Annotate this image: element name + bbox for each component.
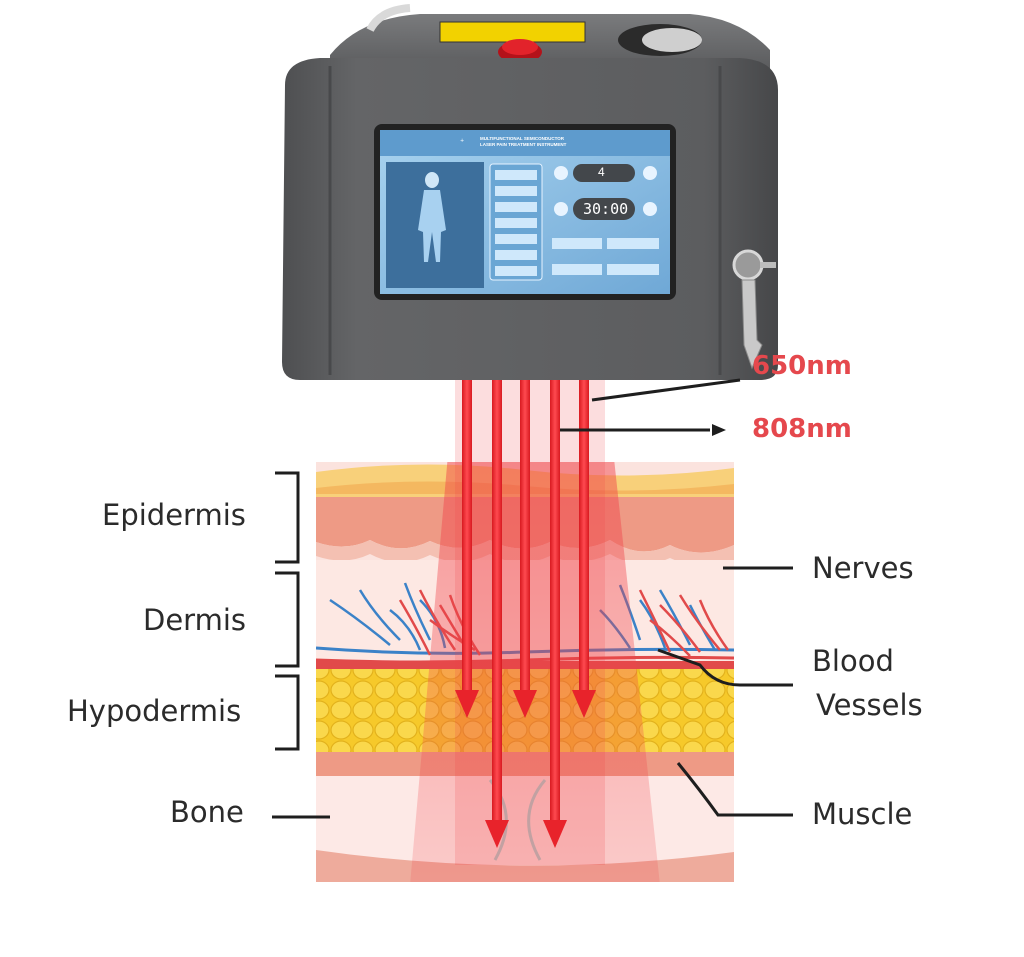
timer-value: 30:00 xyxy=(583,200,629,218)
power-value: 4 xyxy=(598,165,605,179)
hypodermis-label: Hypodermis xyxy=(67,694,242,728)
muscle-label: Muscle xyxy=(812,797,913,831)
blood-vessels-label-line2: Vessels xyxy=(816,688,923,722)
dermis-label: Dermis xyxy=(143,603,247,637)
screen-title-line1: MULTIFUNCTIONAL SEMICONDUCTOR xyxy=(480,136,564,141)
epidermis-label: Epidermis xyxy=(102,498,246,532)
wavelength-808-label: 808nm xyxy=(752,414,852,444)
laser-beams xyxy=(455,375,605,865)
label-brackets xyxy=(272,378,793,819)
blood-vessels-label-line1: Blood xyxy=(812,644,894,678)
laser-device: + xyxy=(282,4,778,380)
svg-text:+: + xyxy=(460,138,464,144)
laser-glow xyxy=(410,462,660,882)
nerves-label: Nerves xyxy=(812,551,914,585)
key-switch[interactable] xyxy=(732,249,764,281)
screen-title-line2: LASER PAIN TREATMENT INSTRUMENT xyxy=(480,142,567,147)
bone-label: Bone xyxy=(170,795,244,829)
wavelength-650-label: 650nm xyxy=(752,351,852,381)
